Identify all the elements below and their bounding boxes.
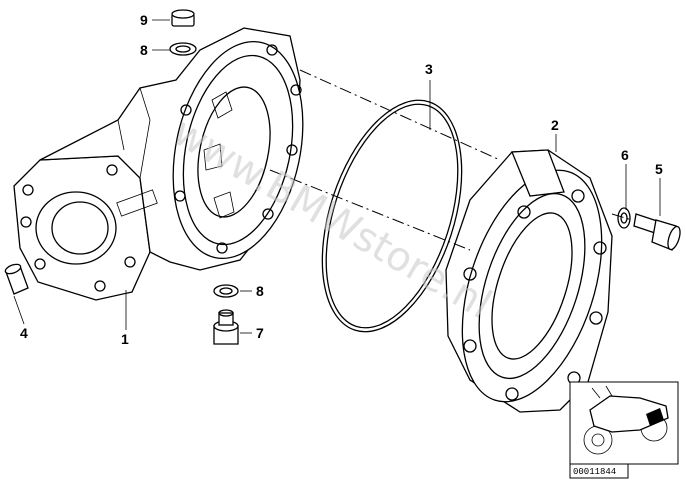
- part-3-o-ring[interactable]: [296, 83, 488, 350]
- callout-2: 2: [551, 117, 559, 133]
- callout-8-lower: 8: [256, 283, 264, 299]
- part-6-washer[interactable]: [617, 207, 631, 229]
- part-2-housing-cover[interactable]: [436, 149, 628, 419]
- part-8-gasket-lower[interactable]: [213, 284, 239, 298]
- part-7-drain-plug[interactable]: [213, 309, 239, 345]
- callout-4: 4: [20, 325, 28, 341]
- callout-7: 7: [256, 325, 264, 341]
- motorcycle-icon: [583, 385, 669, 455]
- part-1-housing[interactable]: [13, 27, 322, 301]
- callout-3: 3: [425, 61, 433, 77]
- part-9-filler-plug[interactable]: [171, 9, 195, 27]
- callout-9: 9: [140, 12, 148, 28]
- callout-6: 6: [621, 147, 629, 163]
- callout-8-upper: 8: [140, 42, 148, 58]
- part-8-gasket-upper[interactable]: [169, 42, 197, 56]
- assembly-lines: [269, 69, 633, 251]
- part-5-bolt[interactable]: [633, 213, 682, 251]
- callout-1: 1: [121, 331, 129, 347]
- location-thumbnail: 00011844: [569, 381, 679, 479]
- part-4-dowel-sleeve[interactable]: [4, 263, 29, 295]
- reference-number: 00011844: [573, 467, 616, 477]
- leader-lines: [13, 19, 661, 334]
- callout-5: 5: [655, 161, 663, 177]
